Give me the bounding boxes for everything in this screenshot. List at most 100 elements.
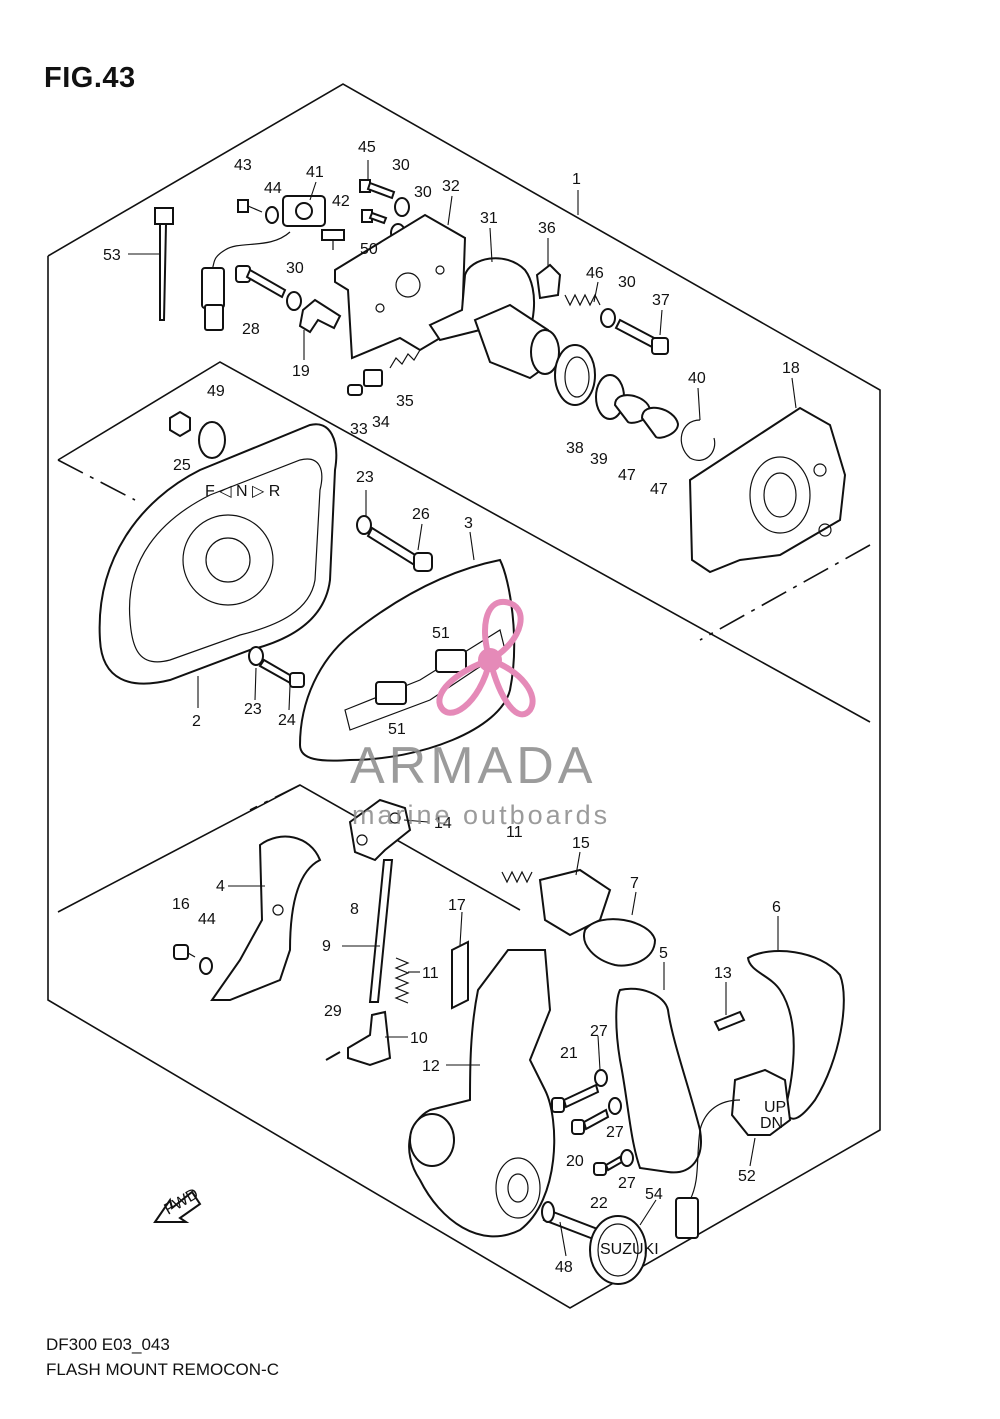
outer-frame: [47, 83, 881, 1309]
part-27-washers: [594, 1069, 634, 1167]
callout-label: 48: [555, 1259, 573, 1276]
callout-label: 44: [264, 180, 282, 197]
switch-dn-text: DN: [760, 1115, 783, 1132]
part-6-end-cap: [746, 950, 845, 1120]
callout-label: 46: [586, 265, 604, 282]
part-25-nut: [169, 410, 191, 438]
part-54-badge: SUZUKI: [589, 1215, 659, 1285]
callout-label: 28: [242, 321, 260, 338]
part-44-washer-top: [265, 206, 279, 224]
part-14-link: [348, 798, 412, 862]
callout-label: 17: [448, 897, 466, 914]
watermark-propeller-icon: [436, 598, 536, 718]
callout-label: 25: [173, 457, 191, 474]
callout-labels: 1 2 3 4 5 6 7 8 9 10 11 11 12 13 14 15 1…: [103, 139, 800, 1276]
callout-label: 29: [324, 1003, 342, 1020]
dial-mark-text: F ◁ N ▷ R: [205, 483, 280, 500]
callout-label: 1: [572, 171, 581, 188]
part-34-stopper: [363, 369, 383, 387]
callout-label: 42: [332, 193, 350, 210]
callout-label: 52: [738, 1168, 756, 1185]
part-19-clip: [298, 298, 342, 334]
callout-label: 13: [714, 965, 732, 982]
callout-label: 30: [618, 274, 636, 291]
callout-label: 39: [590, 451, 608, 468]
callout-label: 4: [216, 878, 225, 895]
callout-label: 41: [306, 164, 324, 181]
callout-label: 45: [358, 139, 376, 156]
callout-label: 49: [207, 383, 225, 400]
watermark-propeller-hub: [478, 648, 502, 672]
part-23-washer-lower: [248, 646, 264, 666]
callout-label: 3: [464, 515, 473, 532]
part-11-spring-lower: [394, 957, 410, 1004]
watermark-brand: ARMADA: [350, 737, 597, 795]
part-46-spring: [564, 293, 601, 307]
part-49-washer: [198, 421, 226, 459]
callout-label: 53: [103, 247, 121, 264]
figure-name: FLASH MOUNT REMOCON-C: [46, 1360, 279, 1379]
part-52-trim-switch: UP DN: [675, 1068, 792, 1239]
callout-label: 35: [396, 393, 414, 410]
part-32-bracket-plate: [334, 213, 467, 360]
part-36-shift-cam: [535, 263, 562, 300]
callout-label: 8: [350, 901, 359, 918]
part-41-sensor-with-harness: [201, 195, 326, 331]
part-33-pin: [347, 384, 363, 396]
callout-label: 47: [618, 467, 636, 484]
part-9-rod: [368, 859, 394, 1003]
callout-label: 15: [572, 835, 590, 852]
part-22-screw: [593, 1155, 624, 1176]
callout-label: 2: [192, 713, 201, 730]
part-35-spring: [389, 349, 421, 369]
callout-label: 11: [422, 965, 439, 982]
callout-label: 16: [172, 896, 190, 913]
part-45-bolt: [359, 179, 396, 200]
part-18-housing: [688, 406, 847, 574]
part-10-bracket: [347, 1010, 392, 1067]
part-12-control-handle: [408, 949, 556, 1238]
callout-label: 40: [688, 370, 706, 387]
callout-label: 12: [422, 1058, 440, 1075]
part-7-pad: [583, 918, 657, 967]
callout-label: 54: [645, 1186, 663, 1203]
watermark-propeller-shape: [436, 598, 536, 718]
callout-label: 14: [434, 815, 452, 832]
part-26-screw: [366, 526, 433, 572]
figure-title: FIG.43: [44, 62, 136, 94]
part-50-bolt: [361, 209, 388, 225]
callout-label: 51: [388, 721, 406, 738]
part-23-washer-upper: [356, 515, 372, 535]
callout-label: 51: [432, 625, 450, 642]
part-24-screw: [258, 658, 305, 688]
part-37-bolt: [614, 318, 669, 355]
callout-label: 11: [506, 824, 523, 841]
callout-label: 24: [278, 712, 296, 729]
part-2-inner-cover: F ◁ N ▷ R: [98, 423, 338, 685]
callout-label: 43: [234, 157, 252, 174]
part-13-pin: [713, 1010, 746, 1032]
part-44-washer-lower: [199, 957, 213, 975]
callout-label: 30: [414, 184, 432, 201]
callout-label: 32: [442, 178, 460, 195]
callout-label: 18: [782, 360, 800, 377]
callout-label: 9: [322, 938, 331, 955]
part-43-screw: [237, 199, 263, 213]
callout-label: 34: [372, 414, 390, 431]
callout-label: 26: [412, 506, 430, 523]
callout-label: 19: [292, 363, 310, 380]
part-20-screw: [571, 1108, 610, 1135]
part-5-grip-housing: [615, 987, 702, 1174]
callout-label: 7: [630, 875, 639, 892]
callout-label: 30: [286, 260, 304, 277]
callout-label: 50: [360, 241, 378, 258]
part-17-plate: [451, 940, 469, 1010]
callout-label: 27: [618, 1175, 636, 1192]
callout-label: 22: [590, 1195, 608, 1212]
switch-up-text: UP: [764, 1099, 786, 1116]
part-42-pin: [321, 229, 345, 250]
part-31-shaft-assembly: [428, 257, 560, 380]
callout-label: 30: [392, 157, 410, 174]
part-21-screw: [551, 1083, 600, 1113]
part-28-bolt: [235, 265, 287, 299]
